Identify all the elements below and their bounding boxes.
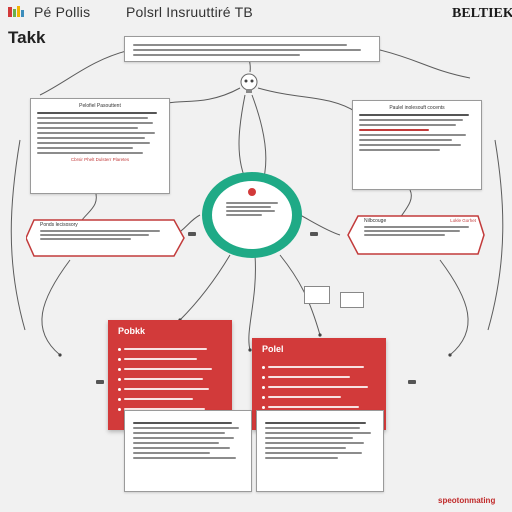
header-logo-icon [8, 5, 30, 19]
left-panel-title: Pelofiel Pasouttent [79, 103, 121, 109]
wire-node [248, 348, 252, 352]
wire-left-panel-callout [81, 189, 97, 221]
hub-alert-icon [248, 188, 256, 196]
wire-node [448, 353, 452, 357]
wire-bulb-left-panel [159, 87, 241, 109]
connector-plug [310, 232, 318, 236]
wire-hub-right-callout [299, 214, 341, 236]
wire-hub-red-left [179, 254, 231, 321]
wire-top-right [379, 49, 471, 79]
bottom-right-panel [256, 410, 384, 492]
connector-plug [188, 232, 196, 236]
top-note-panel [124, 36, 380, 62]
header-left-logo-text: Pé Pollis [34, 4, 91, 20]
wire-top-left [39, 49, 131, 96]
red-left-title: Pobkk [118, 326, 146, 336]
right-callout-title: Nilbcouge [364, 218, 387, 224]
wire-node [318, 333, 322, 337]
wire-center-down [248, 254, 256, 351]
header-brand: BELTIEK [452, 6, 512, 21]
left-panel-footer: Cbrsir Phelt Dulsterr Plaretes [70, 157, 130, 162]
wire-bulb-right-panel [257, 87, 357, 113]
red-right-title: Polel [262, 344, 284, 354]
left-callout-title: Ponds lecisosory [40, 222, 78, 228]
wire-left-loop [41, 259, 71, 356]
connector-plug [408, 380, 416, 384]
bulb-node-icon [238, 72, 260, 94]
left-callout: Ponds lecisosory [26, 218, 186, 258]
connector-plug [96, 380, 104, 384]
central-hub [200, 170, 304, 260]
bottom-left-panel [124, 410, 252, 492]
right-callout-tag: Lokle Gorhet [450, 218, 476, 223]
right-panel-title: Paulel inolesouft cocents [389, 105, 445, 111]
header-title: Polsrl Insruuttiré TB [126, 4, 253, 20]
right-callout: Nilbcouge Lokle Gorhet [346, 214, 486, 256]
wire-hub-red-right [279, 254, 321, 336]
right-info-panel: Paulel inolesouft cocents [352, 100, 482, 190]
left-info-panel: Pelofiel Pasouttent Cbrsir Phelt Dulster… [30, 98, 170, 194]
device-box-icon [304, 286, 330, 304]
device-box-icon [340, 292, 364, 308]
wire-node [58, 353, 62, 357]
wire-right-loop [439, 259, 469, 356]
footer-text: speotonmating [438, 496, 496, 505]
header-subtitle: Takk [8, 28, 46, 47]
wire-far-right [487, 139, 504, 331]
wire-far-left [10, 139, 26, 331]
